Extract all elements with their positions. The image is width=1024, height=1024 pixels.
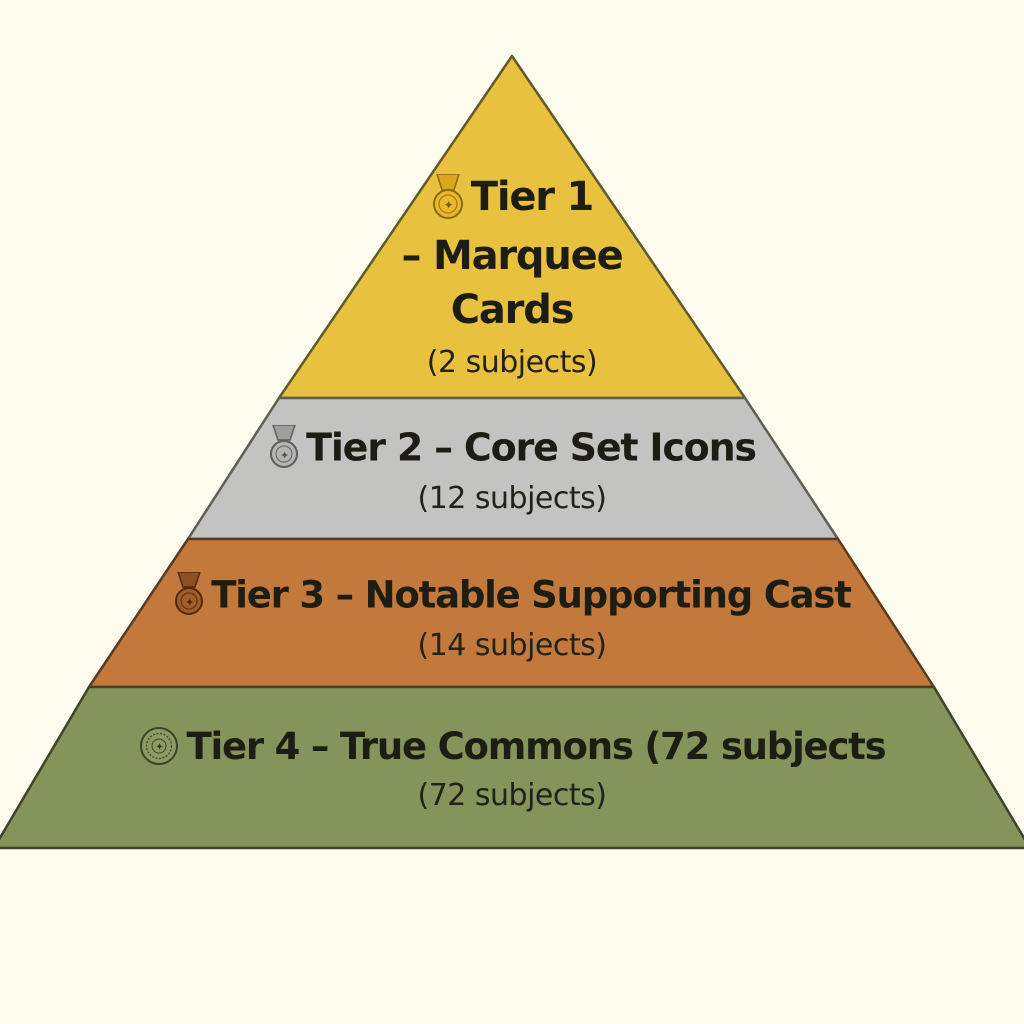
silver-medal-icon: ✦ [268,424,300,469]
tier-3-label: ✦ Tier 3 – Notable Supporting Cast (14 s… [0,571,1024,663]
svg-text:✦: ✦ [280,449,289,462]
tier-2-title: Tier 2 – Core Set Icons [306,425,757,470]
tier-1-title-line3: Cards [450,287,575,333]
tier-1-subtitle: (2 subjects) [426,345,598,380]
tier-1-title-line2: – Marquee [401,233,623,279]
tier-4-subtitle: (72 subjects) [417,777,607,813]
gold-medal-icon: ✦ [431,173,465,220]
svg-text:✦: ✦ [155,742,163,753]
tier-3-title: Tier 3 – Notable Supporting Cast [211,573,852,617]
svg-text:✦: ✦ [185,596,194,609]
tier-4-title: Tier 4 – True Commons (72 subjects [186,725,887,768]
svg-text:✦: ✦ [443,198,453,212]
tier-3-subtitle: (14 subjects) [417,628,607,663]
tier-4-band [0,685,1024,850]
tier-1-label: ✦ Tier 1 – Marquee Cards (2 subjects) [0,173,1024,380]
tier-4-label: ✦ Tier 4 – True Commons (72 subjects (72… [0,725,1024,813]
tier-2-label: ✦ Tier 2 – Core Set Icons (12 subjects) [0,424,1024,516]
tier-2-subtitle: (12 subjects) [417,481,607,516]
tier-1-title-line1: Tier 1 [470,174,595,220]
coin-seal-icon: ✦ [139,726,179,766]
bronze-medal-icon: ✦ [173,571,205,616]
